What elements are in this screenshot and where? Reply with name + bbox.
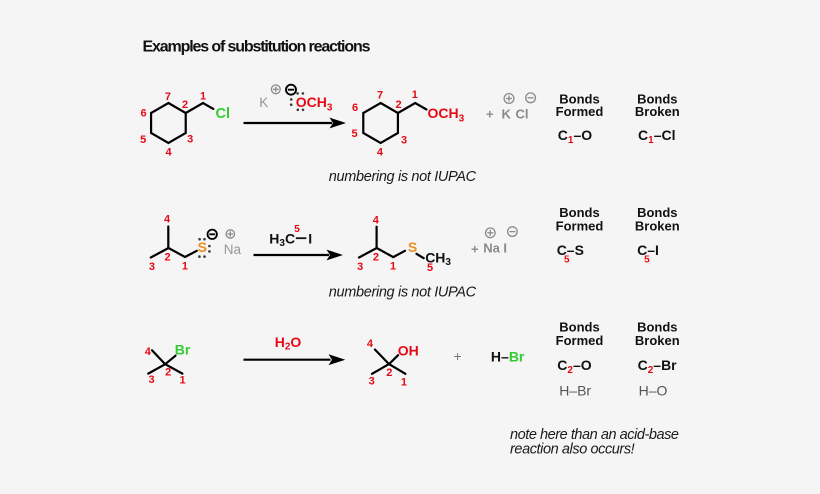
svg-text:5: 5 <box>352 128 358 140</box>
svg-text:I: I <box>503 241 507 256</box>
svg-text:numbering is not IUPAC: numbering is not IUPAC <box>329 169 477 185</box>
svg-text:3: 3 <box>148 374 154 386</box>
svg-text:Examples of substitution react: Examples of substitution reactions <box>143 39 371 56</box>
svg-text:2: 2 <box>182 99 188 111</box>
svg-text:Bonds: Bonds <box>559 92 599 107</box>
svg-text:7: 7 <box>377 89 383 101</box>
svg-text:H–Br: H–Br <box>491 349 525 365</box>
svg-text:H–Br: H–Br <box>559 383 591 399</box>
svg-text:2: 2 <box>373 252 379 264</box>
svg-text:Bonds: Bonds <box>559 320 599 335</box>
svg-text:H2O: H2O <box>275 334 302 353</box>
svg-text:1: 1 <box>412 89 418 101</box>
svg-text:numbering is not IUPAC: numbering is not IUPAC <box>329 285 477 301</box>
svg-text:4: 4 <box>164 214 171 226</box>
svg-text:Formed: Formed <box>556 104 604 119</box>
svg-text:OH: OH <box>398 343 419 359</box>
svg-text:3: 3 <box>149 261 155 273</box>
svg-text:4: 4 <box>145 346 152 358</box>
svg-text:7: 7 <box>165 91 171 103</box>
svg-text:OCH3: OCH3 <box>428 105 465 125</box>
svg-text:C1–Cl: C1–Cl <box>638 127 675 146</box>
svg-text:5: 5 <box>294 224 300 235</box>
svg-text:S: S <box>198 239 207 255</box>
svg-text:Cl: Cl <box>516 107 529 122</box>
svg-text:2: 2 <box>386 367 392 379</box>
svg-text:Broken: Broken <box>635 104 680 119</box>
svg-text:K: K <box>502 107 512 122</box>
svg-text:4: 4 <box>165 146 172 158</box>
svg-text:+: + <box>454 348 462 364</box>
svg-text:Br: Br <box>175 342 191 358</box>
svg-text:1: 1 <box>401 377 407 389</box>
svg-text:4: 4 <box>373 215 380 227</box>
svg-text:Na: Na <box>224 242 242 257</box>
svg-text:5: 5 <box>644 254 650 265</box>
svg-text:C2–O: C2–O <box>557 357 591 376</box>
svg-text:Broken: Broken <box>635 333 680 348</box>
svg-text:reaction also occurs!: reaction also occurs! <box>510 441 635 457</box>
svg-text:note here than an acid-base: note here than an acid-base <box>510 427 679 443</box>
svg-text:H3C: H3C <box>269 230 295 249</box>
svg-text:C1–O: C1–O <box>558 127 592 146</box>
svg-text:3: 3 <box>357 261 363 273</box>
svg-text:Bonds: Bonds <box>637 205 677 220</box>
svg-text:3: 3 <box>187 133 193 145</box>
svg-text:1: 1 <box>390 261 396 273</box>
svg-text:K: K <box>259 95 268 110</box>
svg-text:4: 4 <box>377 146 384 158</box>
svg-text:3: 3 <box>401 134 407 146</box>
svg-text:1: 1 <box>200 91 206 103</box>
svg-text:5: 5 <box>427 262 433 274</box>
svg-text:OCH3: OCH3 <box>296 94 333 114</box>
svg-text:C–S: C–S <box>557 242 584 258</box>
svg-text:H–O: H–O <box>639 383 668 399</box>
svg-text:5: 5 <box>564 254 570 265</box>
svg-text:C2–Br: C2–Br <box>638 357 678 376</box>
svg-text:Formed: Formed <box>556 219 604 234</box>
svg-text:2: 2 <box>396 99 402 111</box>
svg-text:4: 4 <box>367 338 374 350</box>
svg-text:Formed: Formed <box>556 333 604 348</box>
svg-text:+: + <box>471 242 479 257</box>
svg-text:5: 5 <box>140 134 146 146</box>
svg-text:CH3: CH3 <box>425 249 451 268</box>
svg-text:Bonds: Bonds <box>637 320 677 335</box>
svg-text:Na: Na <box>483 241 500 256</box>
svg-text:2: 2 <box>165 367 171 379</box>
svg-text:Bonds: Bonds <box>637 92 677 107</box>
svg-text:1: 1 <box>179 375 185 387</box>
svg-text:I: I <box>308 230 312 246</box>
svg-text:Bonds: Bonds <box>559 205 599 220</box>
svg-text:1: 1 <box>182 261 188 273</box>
svg-text:S: S <box>408 239 417 255</box>
svg-text:2: 2 <box>165 252 171 264</box>
svg-text:Broken: Broken <box>635 219 680 234</box>
svg-text:3: 3 <box>369 376 375 388</box>
svg-text:Cl: Cl <box>216 106 231 122</box>
svg-text:6: 6 <box>141 108 147 120</box>
svg-text:6: 6 <box>352 102 358 114</box>
svg-text:+: + <box>486 107 494 122</box>
svg-text:C–I: C–I <box>637 242 659 258</box>
